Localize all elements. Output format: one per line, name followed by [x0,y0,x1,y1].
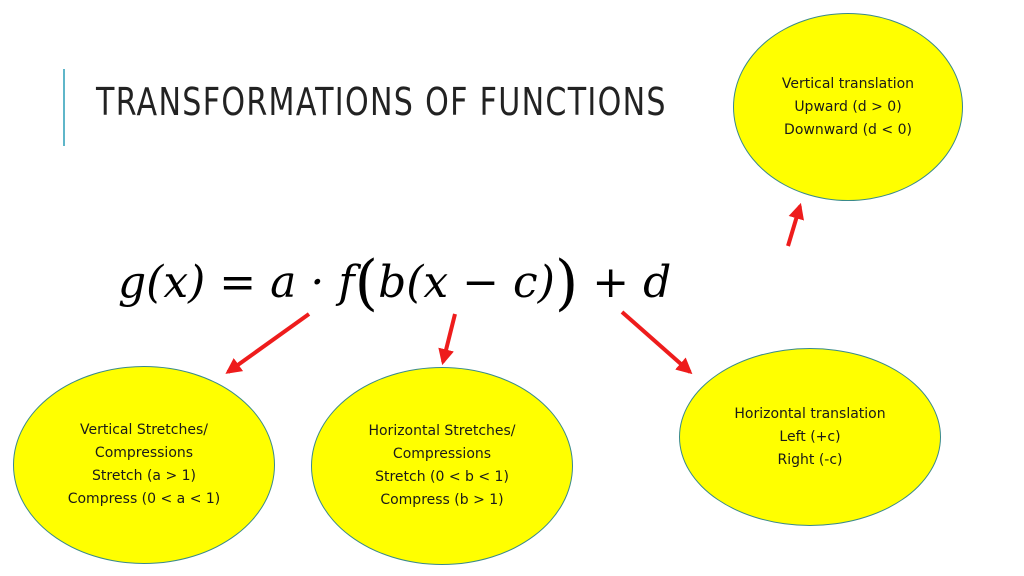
oval-line: Compress (b > 1) [380,492,504,508]
oval-line: Vertical translation [781,75,915,92]
horizontal-stretch-oval: Horizontal Stretches/ Compressions Stret… [311,367,573,565]
oval-line: Downward (d < 0) [784,121,912,138]
formula-inner: b(x − c) [378,257,555,308]
vertical-stretch-oval: Vertical Stretches/ Compressions Stretch… [13,366,275,564]
oval-line: Compressions [94,445,194,461]
horizontal-translation-oval: Horizontal translation Left (+c) Right (… [679,348,941,526]
oval-line: Compressions [392,446,492,462]
vertical-translation-oval: Vertical translation Upward (d > 0) Down… [733,13,963,201]
formula-open-paren: ( [354,248,379,318]
formula-rhs: + d [578,257,672,308]
arrow-to-vertical-translation [786,202,804,247]
transformation-formula: g(x) = a · f(b(x − c)) + d [118,248,671,318]
title-accent-bar [63,69,65,146]
oval-line: Horizontal translation [734,405,886,422]
oval-line: Stretch (a > 1) [92,468,196,484]
slide-title: TRANSFORMATIONS OF FUNCTIONS [96,80,667,124]
oval-line: Right (-c) [777,451,843,468]
arrow-to-horizontal-stretch [438,313,457,366]
arrow-to-horizontal-translation [620,310,693,375]
formula-lhs: g(x) = a · f [118,257,355,308]
oval-line: Horizontal Stretches/ [368,423,516,439]
formula-close-paren: ) [554,248,579,318]
oval-line: Compress (0 < a < 1) [67,491,221,507]
oval-line: Vertical Stretches/ [80,422,208,438]
oval-line: Left (+c) [779,428,841,445]
oval-line: Stretch (0 < b < 1) [375,469,509,485]
oval-line: Upward (d > 0) [794,98,902,115]
arrow-to-vertical-stretch [225,312,311,374]
